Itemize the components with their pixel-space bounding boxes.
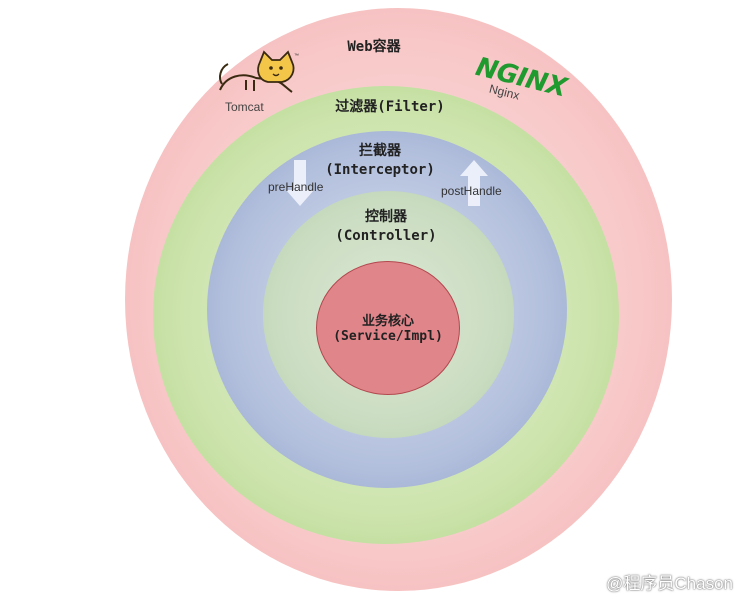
core-title-cn: 业务核心 bbox=[361, 314, 414, 329]
posthandle-label: postHandle bbox=[441, 184, 502, 198]
prehandle-down-arrow-icon bbox=[286, 160, 314, 206]
service-core-circle bbox=[316, 261, 460, 395]
tomcat-cat-logo-icon: ™ bbox=[219, 50, 299, 93]
posthandle-up-arrow-icon bbox=[460, 160, 488, 206]
web-container-title: Web容器 bbox=[347, 39, 401, 55]
tomcat-label: Tomcat bbox=[225, 100, 264, 114]
watermark-text: @程序员Chason bbox=[606, 574, 733, 593]
controller-title-cn: 控制器 bbox=[365, 209, 407, 225]
controller-title-en: (Controller) bbox=[335, 228, 437, 244]
prehandle-label: preHandle bbox=[268, 180, 324, 194]
core-title-en: (Service/Impl) bbox=[333, 329, 443, 344]
interceptor-title-en: (Interceptor) bbox=[325, 162, 435, 178]
filter-title: 过滤器(Filter) bbox=[335, 99, 445, 115]
interceptor-title-cn: 拦截器 bbox=[359, 143, 401, 159]
svg-text:™: ™ bbox=[294, 53, 299, 59]
